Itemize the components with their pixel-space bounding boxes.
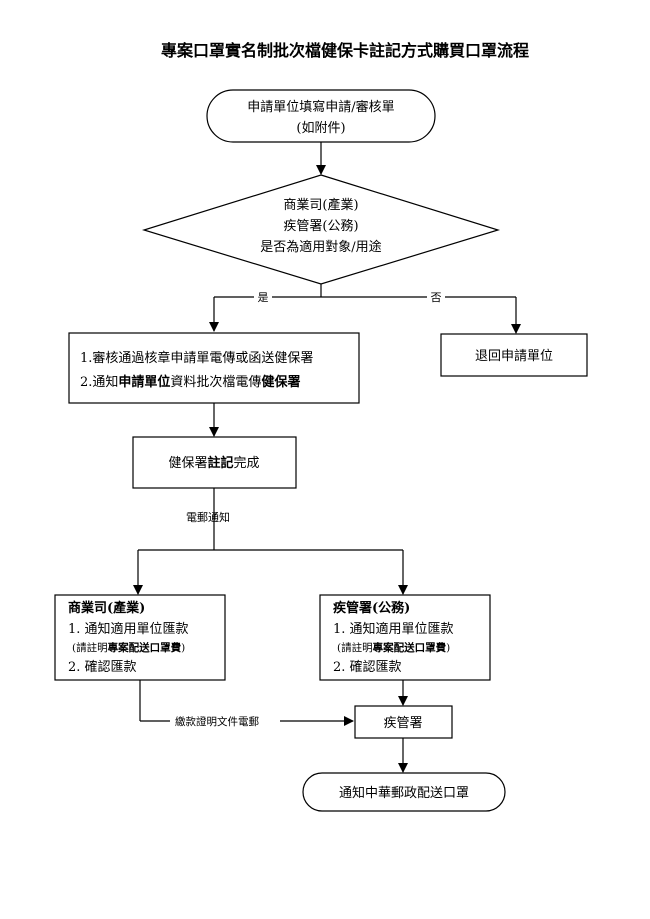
approve-line1: 1.審核通過核章申請單電傳或函送健保署: [80, 350, 313, 366]
moea-item1: 1. 通知適用單位匯款: [68, 621, 189, 637]
cdc-item2: 2. 確認匯款: [333, 659, 402, 675]
reject-label: 退回申請單位: [475, 349, 553, 364]
cdc-title: 疾管署(公務): [333, 600, 410, 616]
decision-line3: 是否為適用對象/用途: [260, 239, 381, 255]
decision-line1: 商業司(產業): [283, 197, 358, 213]
page-title: 專案口罩實名制批次檔健保卡註記方式購買口罩流程: [161, 41, 529, 60]
approve-box: [68, 332, 360, 404]
no-label: 否: [431, 291, 442, 304]
start-line2: (如附件): [296, 120, 345, 136]
nhi-complete-label: 健保署註記完成: [168, 455, 259, 471]
yes-label: 是: [258, 291, 269, 304]
end-terminal: [302, 772, 506, 812]
approve-line2: 2.通知申請單位資料批次檔電傳健保署: [80, 374, 300, 390]
reject-box: [440, 333, 588, 377]
moea-box: [54, 594, 226, 681]
moea-note: (請註明專案配送口罩費): [72, 641, 185, 654]
proof-email-label: 繳款證明文件電郵: [175, 715, 259, 728]
start-line1: 申請單位填寫申請/審核單: [247, 99, 394, 115]
moea-item2: 2. 確認匯款: [68, 659, 137, 675]
email-notice-label: 電郵通知: [186, 510, 230, 524]
cdc-note: (請註明專案配送口罩費): [337, 641, 450, 654]
end-label: 通知中華郵政配送口罩: [339, 785, 469, 801]
moea-title: 商業司(產業): [68, 600, 145, 616]
cdc-box: [319, 594, 491, 681]
cdc-final-label: 疾管署: [383, 716, 422, 731]
cdc-item1: 1. 通知適用單位匯款: [333, 621, 454, 637]
decision-line2: 疾管署(公務): [283, 219, 358, 234]
